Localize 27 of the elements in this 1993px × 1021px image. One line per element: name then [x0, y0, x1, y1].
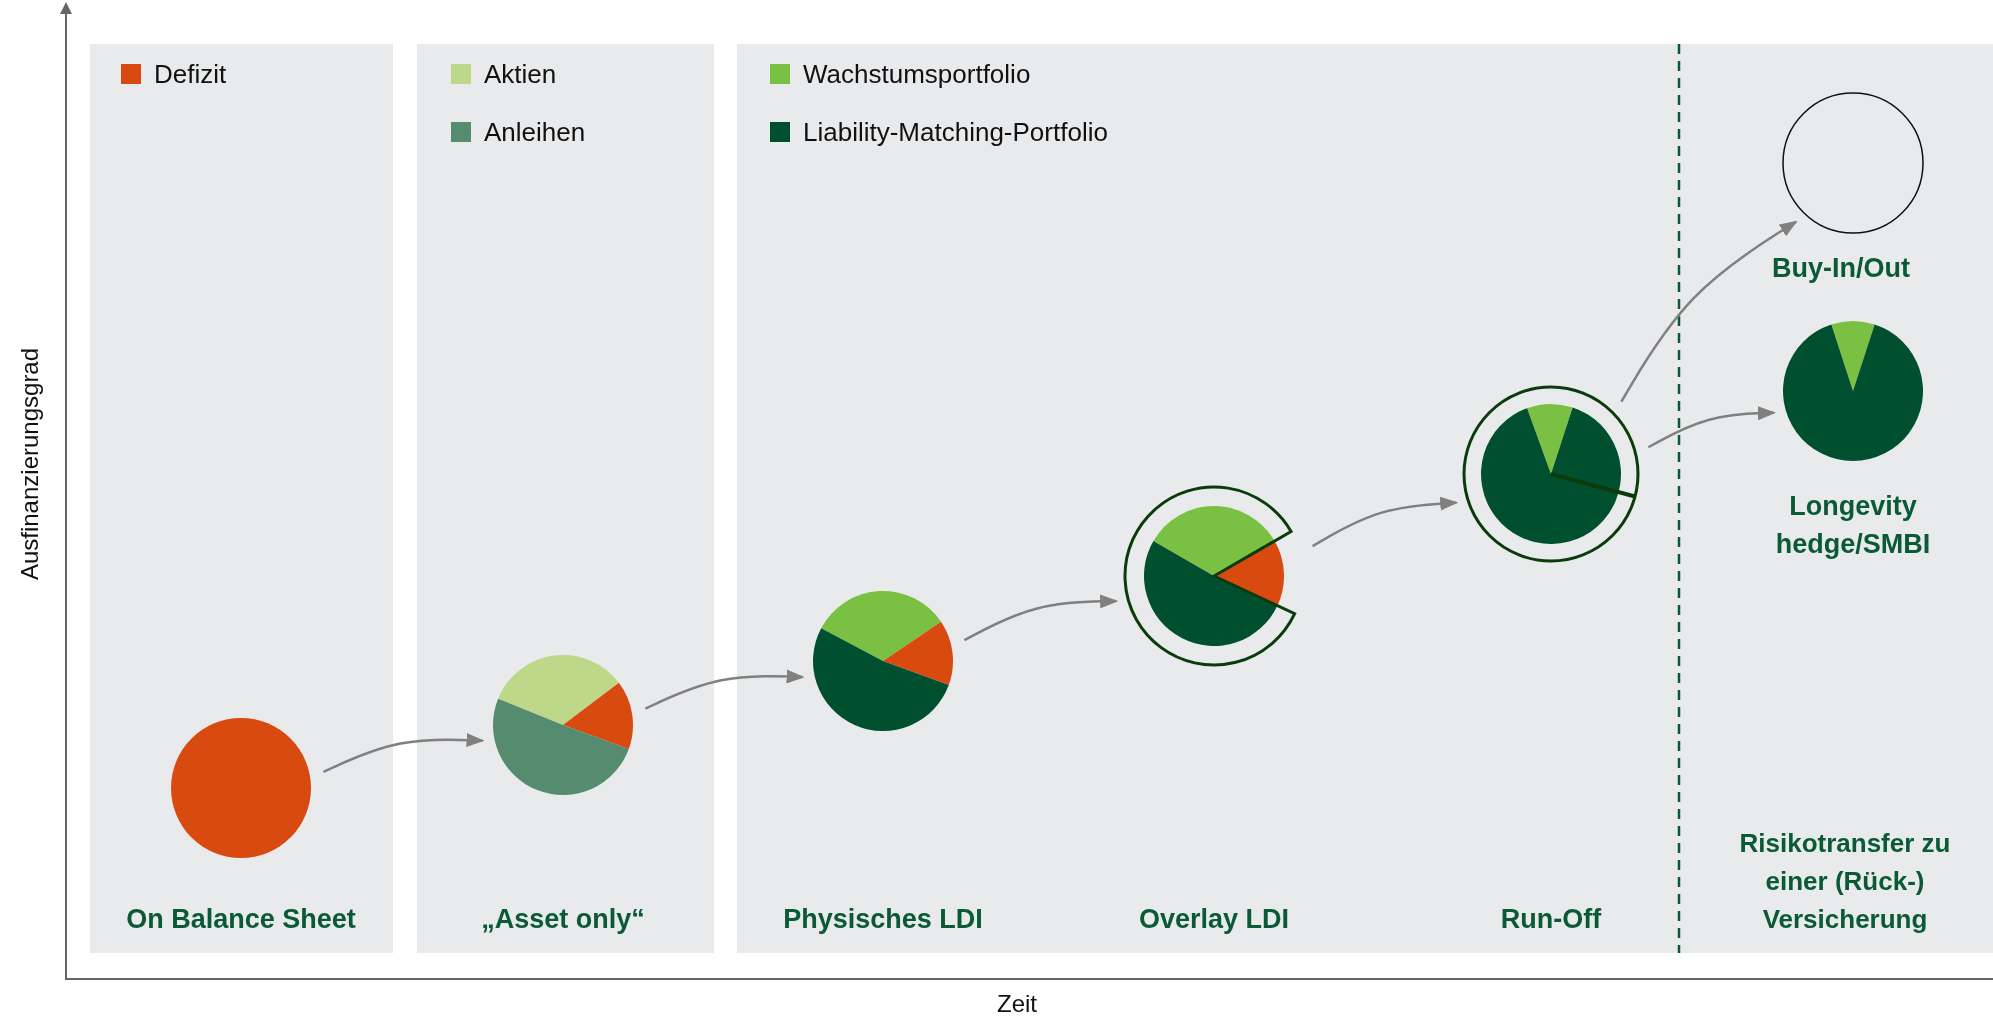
- column-label: Risikotransfer zu einer (Rück-) Versicherung: [1738, 827, 1952, 936]
- pie-chart: [490, 652, 636, 798]
- pie-chart: [168, 715, 314, 861]
- arrow: [1311, 496, 1459, 548]
- stage-label: Physisches LDI: [783, 903, 983, 936]
- legend-label: Liability-Matching-Portfolio: [803, 117, 1108, 147]
- stage-label: Run-Off: [1500, 903, 1602, 936]
- pie-chart: [1461, 384, 1641, 564]
- legend-label: Anleihen: [484, 117, 586, 147]
- stage-label: Buy-In/Out: [1772, 252, 1910, 285]
- pie-chart: [1780, 318, 1926, 464]
- stage-label: „Asset only“: [481, 903, 645, 936]
- legend-label: Wachstumsportfolio: [803, 59, 1031, 89]
- legend-label: Aktien: [484, 59, 557, 89]
- stage-label: Overlay LDI: [1138, 903, 1290, 936]
- axis-title: Zeit: [997, 990, 1037, 1018]
- pie-chart: [810, 588, 956, 734]
- stage-label: On Balance Sheet: [126, 903, 356, 936]
- stage-label: Longevity hedge/SMBI: [1774, 490, 1932, 561]
- arrow: [322, 733, 485, 773]
- empty-circle: [1780, 90, 1926, 236]
- arrow: [1647, 406, 1776, 449]
- axis-title: Ausfinanzierungsgrad: [16, 347, 44, 581]
- arrow: [963, 594, 1119, 642]
- legend-label: Defizit: [154, 59, 227, 89]
- arrow: [1620, 220, 1798, 403]
- arrow: [644, 669, 805, 710]
